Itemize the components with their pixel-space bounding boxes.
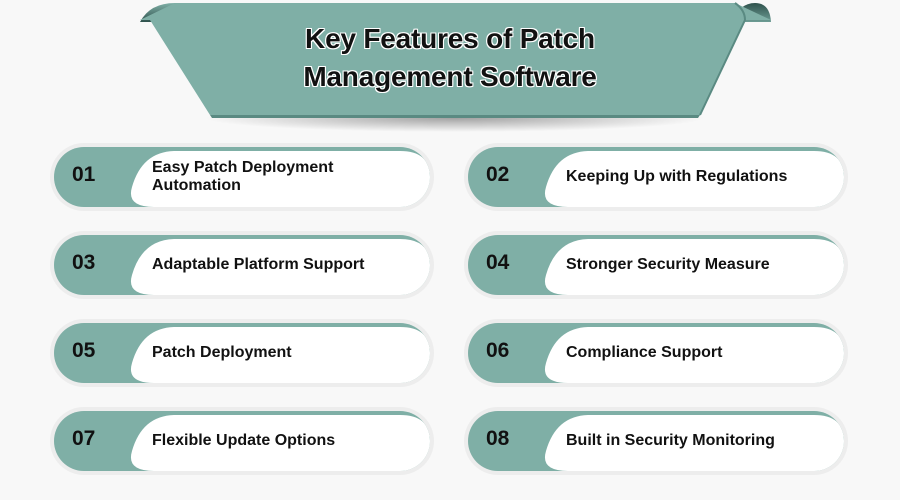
feature-card-08: 08 Built in Security Monitoring xyxy=(464,407,848,475)
feature-card-03: 03 Adaptable Platform Support xyxy=(50,231,434,299)
card-wave-shape xyxy=(544,415,844,471)
feature-number: 06 xyxy=(486,339,510,362)
feature-card-01: 01 Easy Patch Deployment Automation xyxy=(50,143,434,211)
feature-number: 04 xyxy=(486,251,510,274)
feature-number: 03 xyxy=(72,251,96,274)
feature-card-06: 06 Compliance Support xyxy=(464,319,848,387)
feature-label: Adaptable Platform Support xyxy=(152,256,365,273)
feature-number: 07 xyxy=(72,427,96,450)
card-wave-shape xyxy=(131,151,430,207)
feature-label: Built in Security Monitoring xyxy=(566,432,775,449)
card-wave-shape xyxy=(544,327,844,383)
card-wave-shape xyxy=(544,239,844,295)
title-line-1: Key Features of Patch xyxy=(305,23,595,54)
title-ribbon xyxy=(140,2,771,132)
feature-card-07: 07 Flexible Update Options xyxy=(50,407,434,475)
feature-card-05: 05 Patch Deployment xyxy=(50,319,434,387)
feature-number: 01 xyxy=(72,163,96,186)
card-wave-shape xyxy=(131,239,430,295)
feature-number: 02 xyxy=(486,163,510,186)
feature-number: 05 xyxy=(72,339,96,362)
feature-label: Compliance Support xyxy=(566,344,723,361)
feature-label: Easy Patch Deployment Automation xyxy=(152,159,334,194)
feature-card-04: 04 Stronger Security Measure xyxy=(464,231,848,299)
card-wave-shape xyxy=(131,415,430,471)
card-wave-shape xyxy=(544,151,844,207)
feature-label: Keeping Up with Regulations xyxy=(566,168,788,185)
feature-label: Stronger Security Measure xyxy=(566,256,770,273)
feature-label: Flexible Update Options xyxy=(152,432,336,449)
feature-number: 08 xyxy=(486,427,510,450)
feature-label: Patch Deployment xyxy=(152,344,292,361)
title-line-2: Management Software xyxy=(303,61,597,92)
page-title: Key Features of Patch Management Softwar… xyxy=(0,20,900,96)
feature-card-02: 02 Keeping Up with Regulations xyxy=(464,143,848,211)
card-wave-shape xyxy=(131,327,430,383)
